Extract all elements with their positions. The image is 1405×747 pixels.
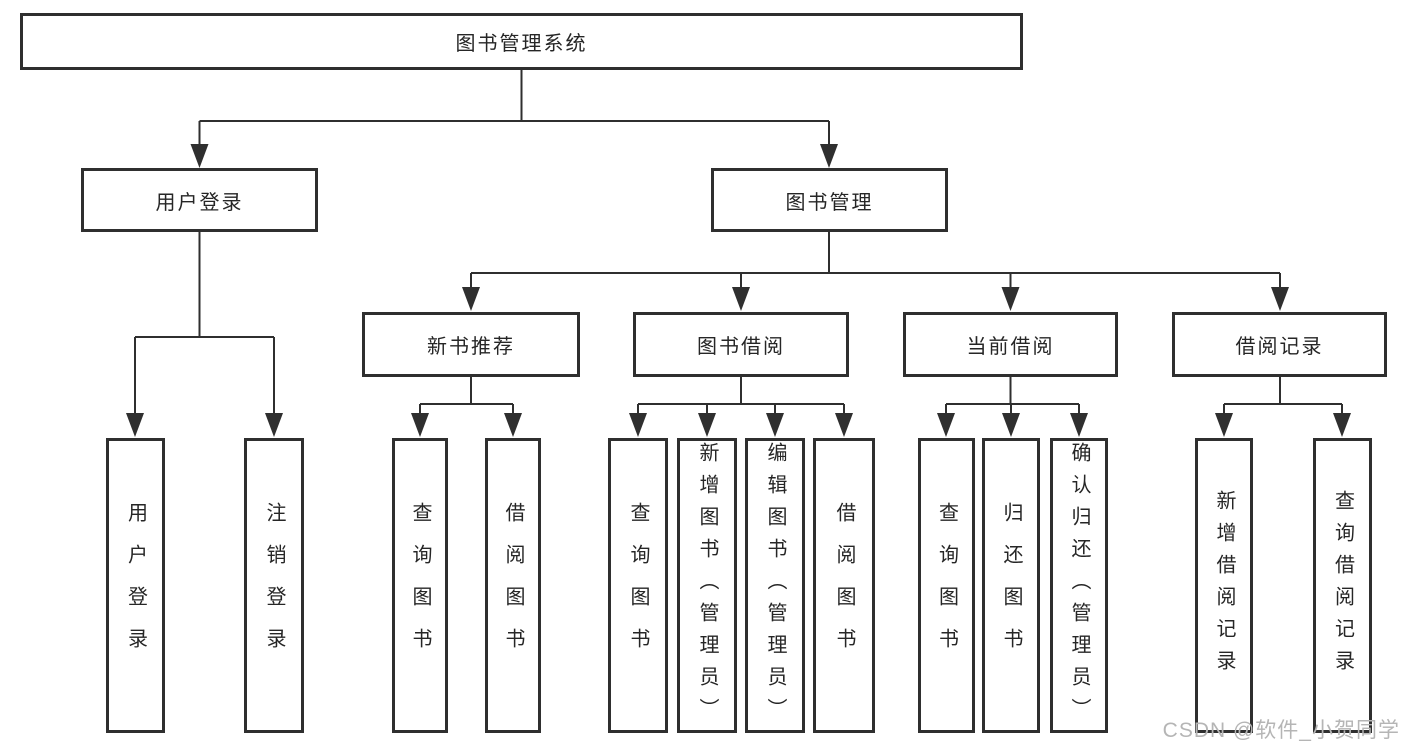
watermark-text: CSDN @软件_小贺同学 [1162,719,1400,742]
leaf-borrow-query-books-label: 查询图书 [627,501,649,670]
leaf-edit-books-admin-label: 编辑图书（管理员） [764,441,786,730]
leaf-recommend-query-books-label: 查询图书 [409,501,431,670]
leaf-add-borrow-record: 新增借阅记录 [1195,438,1253,733]
leaf-logout: 注销登录 [244,438,304,733]
leaf-current-query-books-label: 查询图书 [935,501,958,670]
leaf-query-borrow-record: 查询借阅记录 [1313,438,1372,733]
leaf-recommend-borrow-books-label: 借阅图书 [502,501,524,670]
leaf-recommend-query-books: 查询图书 [392,438,448,733]
node-library-system-label: 图书管理系统 [455,33,588,55]
leaf-user-login: 用户登录 [106,438,165,733]
node-library-system: 图书管理系统 [20,13,1023,70]
node-book-management-label: 图书管理 [785,191,874,214]
node-current-borrow-label: 当前借阅 [966,336,1055,358]
leaf-borrow-books: 借阅图书 [813,438,875,733]
leaf-borrow-query-books: 查询图书 [608,438,668,733]
node-new-book-recommend-label: 新书推荐 [427,336,515,358]
leaf-add-borrow-record-label: 新增借阅记录 [1213,489,1235,682]
node-user-login-label: 用户登录 [155,191,244,214]
leaf-return-books: 归还图书 [982,438,1040,733]
leaf-confirm-return-admin: 确认归还（管理员） [1050,438,1108,733]
node-borrow-records-label: 借阅记录 [1235,336,1324,358]
leaf-confirm-return-admin-label: 确认归还（管理员） [1068,441,1090,730]
node-borrow-records: 借阅记录 [1172,312,1387,377]
leaf-current-query-books: 查询图书 [918,438,975,733]
node-current-borrow: 当前借阅 [903,312,1118,377]
node-book-management: 图书管理 [711,168,948,232]
leaf-return-books-label: 归还图书 [1000,501,1022,670]
leaf-query-borrow-record-label: 查询借阅记录 [1331,489,1354,682]
leaf-add-books-admin-label: 新增图书（管理员） [696,441,718,730]
leaf-add-books-admin: 新增图书（管理员） [677,438,737,733]
node-user-login: 用户登录 [81,168,318,232]
leaf-borrow-books-label: 借阅图书 [833,501,855,670]
node-new-book-recommend: 新书推荐 [362,312,580,377]
leaf-logout-label: 注销登录 [263,501,285,670]
leaf-recommend-borrow-books: 借阅图书 [485,438,541,733]
leaf-user-login-label: 用户登录 [124,501,147,670]
node-book-borrow-label: 图书借阅 [697,336,785,358]
arrowheads [126,144,1351,437]
leaf-edit-books-admin: 编辑图书（管理员） [745,438,805,733]
node-book-borrow: 图书借阅 [633,312,849,377]
